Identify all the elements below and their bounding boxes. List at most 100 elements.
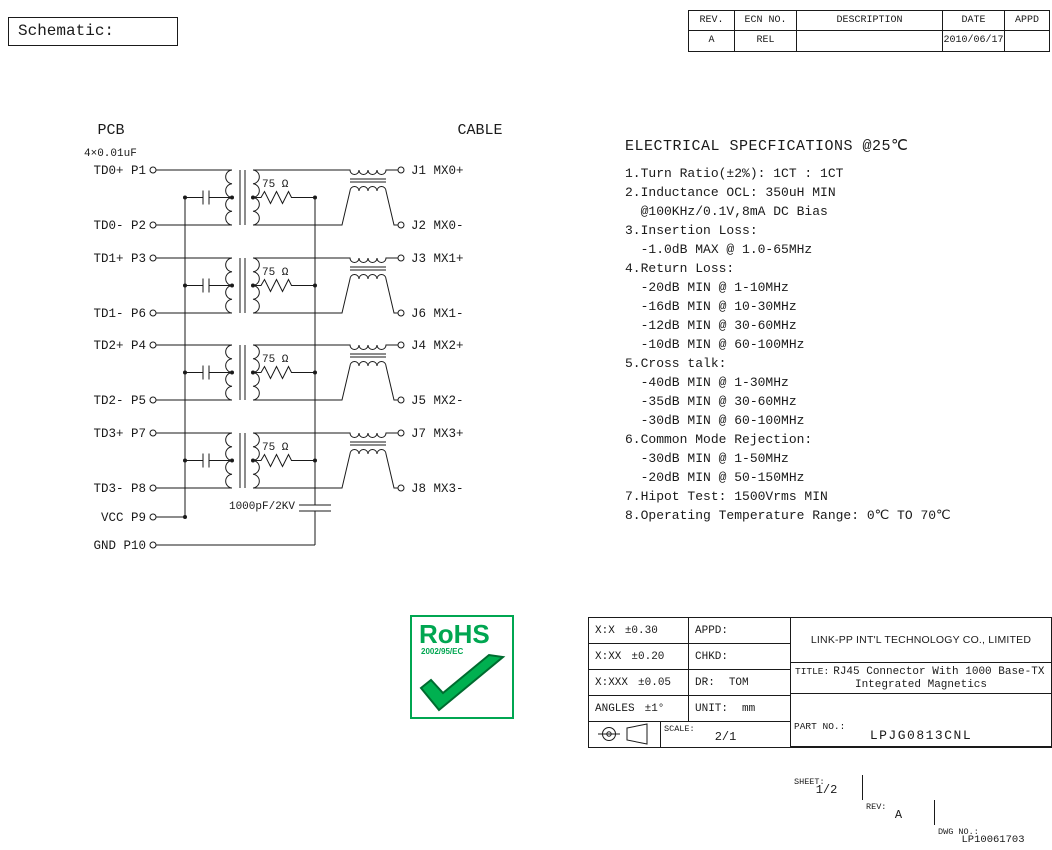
- company-name: LINK-PP INT'L TECHNOLOGY CO., LIMITED: [810, 634, 1032, 646]
- cap-array-label: 4×0.01uF: [84, 148, 137, 160]
- projection-symbol-icon: [598, 723, 648, 745]
- cell-value: mm: [742, 702, 756, 715]
- tol-value: ±0.05: [638, 676, 672, 689]
- drawing-title-cell: TITLE:RJ45 Connector With 1000 Base-TX I…: [791, 663, 1051, 694]
- spec-line: 5.Cross talk:: [625, 356, 727, 371]
- rev-cell: REV: A: [863, 800, 935, 825]
- pcb-pin-label: TD0- P2: [93, 219, 146, 233]
- rohs-title: RoHS: [419, 619, 490, 649]
- spec-line: -1.0dB MAX @ 1.0-65MHz: [625, 242, 813, 257]
- cable-pin-label: J7 MX3+: [411, 427, 464, 441]
- spec-line: -20dB MIN @ 1-10MHz: [625, 280, 789, 295]
- pcb-pin-label: VCC P9: [101, 511, 146, 525]
- part-number-value: LPJG0813CNL: [869, 728, 973, 743]
- rohs-checkmark-icon: [419, 653, 506, 712]
- pcb-pin-label: TD3- P8: [93, 482, 146, 496]
- tol-dim: ANGLES: [595, 702, 635, 715]
- channel-1: [149, 166, 405, 229]
- cable-pin-label: J4 MX2+: [411, 339, 464, 353]
- dwg-number-cell: DWG NO.: LP10061703: [935, 825, 1051, 850]
- cable-pin-label: J6 MX1-: [411, 307, 464, 321]
- rev-label: REV:: [866, 802, 887, 812]
- cable-pin-label: J2 MX0-: [411, 219, 464, 233]
- resistor-label-4: 75 Ω: [262, 442, 289, 454]
- schematic-drawing: PCB CABLE 4×0.01uF 1000pF/2KV 75 Ω 75 Ω …: [84, 122, 503, 553]
- tolerance-row: X:XX ±0.20: [589, 644, 689, 670]
- rev-value-date: 2010/06/17: [943, 31, 1005, 51]
- sheet-cell: SHEET: 1/2: [791, 775, 863, 800]
- spec-line: -12dB MIN @ 30-60MHz: [625, 318, 797, 333]
- pcb-pin-label: TD1+ P3: [93, 252, 146, 266]
- resistor-label-1: 75 Ω: [262, 179, 289, 191]
- tolerance-row: X:XXX ±0.05: [589, 670, 689, 696]
- rev-header-date: DATE: [943, 11, 1005, 31]
- spec-line: -40dB MIN @ 1-30MHz: [625, 375, 789, 390]
- tol-dim: X:XX: [595, 650, 622, 663]
- cap-bus-wire: [156, 197, 186, 518]
- unit-cell: UNIT: mm: [689, 696, 791, 722]
- spec-line: -35dB MIN @ 30-60MHz: [625, 394, 797, 409]
- cable-pin-label: J5 MX2-: [411, 394, 464, 408]
- spec-line: 1.Turn Ratio(±2%): 1CT : 1CT: [625, 166, 844, 181]
- revision-table: REV. ECN NO. DESCRIPTION DATE APPD A REL…: [688, 10, 1050, 52]
- rev-header-rev: REV.: [689, 11, 735, 31]
- tolerance-row: ANGLES ±1°: [589, 696, 689, 722]
- spec-line: 2.Inductance OCL: 350uH MIN: [625, 185, 836, 200]
- specs-list: 1.Turn Ratio(±2%): 1CT : 1CT 2.Inductance…: [625, 164, 1050, 525]
- appd-cell: APPD:: [689, 618, 791, 644]
- tol-value: ±1°: [644, 702, 665, 715]
- scale-cell: SCALE: 2/1: [661, 722, 791, 747]
- rev-value-description: [797, 31, 943, 51]
- tol-dim: X:X: [595, 624, 615, 637]
- channel-3: [149, 341, 405, 404]
- title-block: X:X ±0.30 X:XX ±0.20 X:XXX ±0.05 ANGLES …: [588, 617, 1052, 846]
- resistor-label-3: 75 Ω: [262, 354, 289, 366]
- cable-section-label: CABLE: [457, 122, 502, 139]
- schematic-title: Schematic:: [18, 22, 115, 40]
- schematic-title-box: Schematic:: [8, 17, 178, 46]
- spec-line: 8.Operating Temperature Range: 0℃ TO 70℃: [625, 508, 951, 523]
- chkd-cell: CHKD:: [689, 644, 791, 670]
- title-line1: RJ45 Connector With 1000 Base-TX: [833, 666, 1045, 678]
- sheet-label: SHEET:: [794, 777, 825, 787]
- pcb-pin-label: TD0+ P1: [93, 164, 146, 178]
- pcb-pin-label: TD1- P6: [93, 307, 146, 321]
- pcb-pin-label: TD3+ P7: [93, 427, 146, 441]
- rev-value-ecn: REL: [735, 31, 797, 51]
- rohs-logo: RoHS 2002/95/EC: [410, 615, 514, 719]
- rohs-subtitle: 2002/95/EC: [421, 647, 464, 656]
- rev-header-appd: APPD: [1005, 11, 1049, 31]
- channel-2: [149, 254, 405, 317]
- resistor-label-2: 75 Ω: [262, 267, 289, 279]
- spec-line: 4.Return Loss:: [625, 261, 735, 276]
- cap-bus-junction: [183, 515, 187, 519]
- part-number-label: PART NO.:: [794, 721, 846, 732]
- rev-header-description: DESCRIPTION: [797, 11, 943, 31]
- tol-value: ±0.20: [631, 650, 665, 663]
- company-cell: LINK-PP INT'L TECHNOLOGY CO., LIMITED: [791, 618, 1051, 663]
- spec-line: 7.Hipot Test: 1500Vrms MIN: [625, 489, 828, 504]
- title-line2: Integrated Magnetics: [854, 679, 988, 691]
- spec-line: 3.Insertion Loss:: [625, 223, 758, 238]
- cell-label: DR:: [695, 676, 715, 689]
- cable-pin-label: J1 MX0+: [411, 164, 464, 178]
- cell-label: UNIT:: [695, 702, 729, 715]
- cell-label: APPD:: [695, 624, 729, 637]
- cable-pin-label: J3 MX1+: [411, 252, 464, 266]
- pcb-pin-label: TD2+ P4: [93, 339, 146, 353]
- gnd-pin-circle: [149, 541, 157, 549]
- rev-header-ecn: ECN NO.: [735, 11, 797, 31]
- channel-4: [149, 429, 405, 492]
- tolerance-row: X:X ±0.30: [589, 618, 689, 644]
- specs-title: ELECTRICAL SPECFICATIONS @25℃: [625, 138, 909, 155]
- spec-line: 6.Common Mode Rejection:: [625, 432, 813, 447]
- title-label: TITLE:: [795, 666, 830, 677]
- pcb-pin-label: TD2- P5: [93, 394, 146, 408]
- scale-label: SCALE:: [664, 724, 695, 734]
- cell-label: CHKD:: [695, 650, 729, 663]
- electrical-specifications: ELECTRICAL SPECFICATIONS @25℃ 1.Turn Rat…: [625, 136, 1050, 525]
- part-number-cell: PART NO.: LPJG0813CNL: [791, 719, 1051, 747]
- rev-value-rev: A: [689, 31, 735, 51]
- tol-dim: X:XXX: [595, 676, 629, 689]
- cell-value: TOM: [728, 676, 749, 689]
